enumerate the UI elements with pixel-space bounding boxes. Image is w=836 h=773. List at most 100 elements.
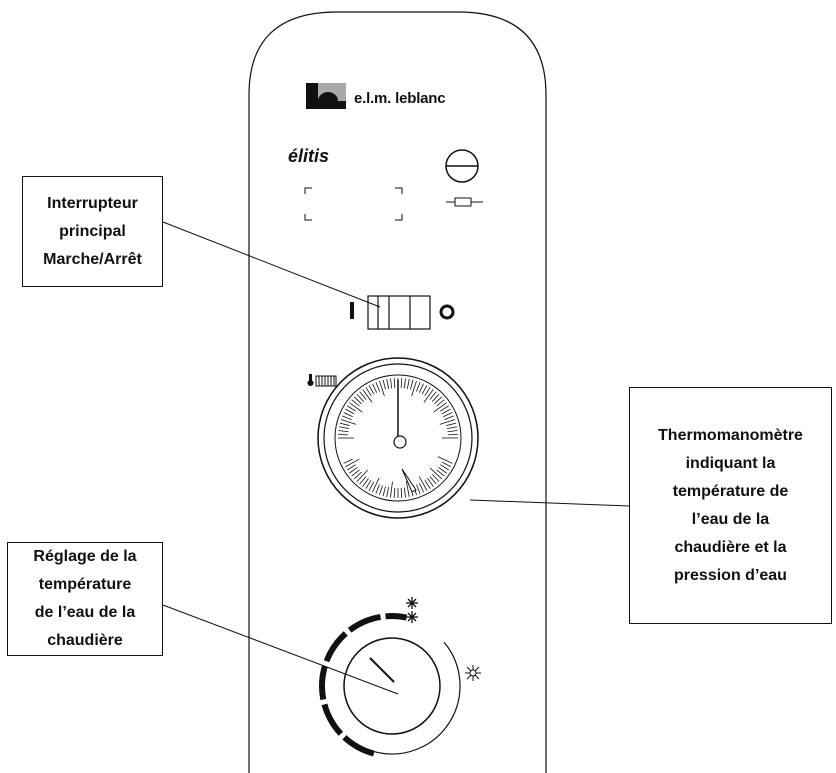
gauge-tick [403,487,406,498]
gauge-tick [386,378,390,389]
gauge-tick [339,422,350,426]
display-frame [304,187,403,221]
gauge-tick [393,487,396,498]
gauge-tick [347,405,356,412]
fuse-icon [445,149,483,207]
gauge-tick [356,469,369,482]
gauge-tick [439,419,456,425]
gauge-tick [400,487,403,498]
temperature-scale [338,378,458,439]
gauge-tick [338,430,349,433]
gauge-tick [431,393,440,402]
pressure-scale [343,456,453,498]
gauge-tick [440,405,449,412]
callout-line: Marche/Arrêt [43,250,142,268]
gauge-tick [405,481,410,498]
gauge-tick [390,378,393,389]
gauge-tick [432,474,440,482]
gauge-tick [340,419,357,425]
temperature-knob[interactable] [319,613,461,757]
gauge-tick [400,378,403,389]
callout-line: température [38,576,132,593]
model-name: élitis [288,146,330,166]
gauge-tick [345,408,355,415]
gauge-tick [406,378,410,389]
gauge-tick [390,481,393,498]
gauge-tick [434,396,443,405]
gauge-tick [440,464,449,471]
gauge-tick [368,385,375,395]
gauge-tick [382,379,386,390]
gauge-tick [379,485,383,496]
gauge-tick [446,422,457,426]
gauge-tick [438,466,447,474]
gauge-tick [447,426,458,430]
gauge-tick [429,476,437,485]
main-power-switch[interactable] [350,295,455,330]
gauge-tick [437,456,453,464]
gauge-tick [375,484,380,494]
gauge-tick [338,433,349,436]
gauge-tick [410,379,414,390]
gauge-tick [359,476,367,485]
brand-name: e.l.m. leblanc [354,90,446,107]
gauge-tick [447,433,458,436]
gauge-tick [347,464,356,471]
gauge-tick [342,415,352,420]
gauge-tick [365,479,372,489]
leader-line-thermo [469,499,630,507]
elm-leblanc-logo-icon [306,83,346,109]
gauge-tick [372,477,380,493]
gauge-tick [433,402,447,413]
gauge-tick [353,396,362,405]
gauge-tick [368,481,375,491]
callout-line: indiquant la [685,454,776,472]
gauge-tick [429,467,443,480]
callout-thermomanometer: Thermomanomètre indiquant la température… [629,387,832,624]
snowflake-icon [406,597,418,623]
callout-line: chaudière et la [674,538,787,556]
gauge-tick [443,412,453,418]
callout-line: Réglage de la [33,548,137,565]
gauge-tick [424,387,431,396]
panel-outline [248,11,547,773]
gauge-tick [447,430,458,433]
gauge-tick [418,383,424,393]
gauge-tick [379,380,385,397]
gauge-tick [343,412,353,418]
callout-line: pression d’eau [674,566,787,584]
gauge-tick [429,391,437,400]
callout-main-switch: Interrupteur principal Marche/Arrêt [22,176,163,287]
gauge-tick [345,458,360,468]
gauge-tick [343,458,353,464]
callout-temperature-setting: Réglage de la température de l’eau de la… [7,542,163,656]
power-on-icon [350,302,354,319]
sun-icon [465,665,481,681]
gauge-tick [338,426,349,430]
gauge-tick [427,478,434,487]
thermomanometer-gauge [317,357,479,519]
callout-line: Interrupteur [47,194,138,212]
gauge-tick [403,378,406,389]
gauge-tick [351,469,360,477]
gauge-tick [356,393,365,402]
gauge-tick [418,483,424,493]
gauge-tick [382,486,386,497]
callout-line: chaudière [47,632,123,649]
gauge-tick [362,389,373,403]
gauge-tick [416,382,421,392]
gauge-tick [349,402,363,413]
gauge-tick [365,387,372,396]
gauge-tick [441,461,451,468]
gauge-tick [372,383,378,393]
callout-line: Thermomanomètre [658,426,803,444]
gauge-tick [351,399,360,407]
gauge-tick [423,389,434,403]
callout-line: de l’eau de la [34,604,136,621]
radiator-icon [315,375,337,387]
gauge-tick [416,484,421,494]
knob-indicator [369,657,395,683]
gauge-tick [424,479,431,489]
gauge-tick [375,382,380,392]
